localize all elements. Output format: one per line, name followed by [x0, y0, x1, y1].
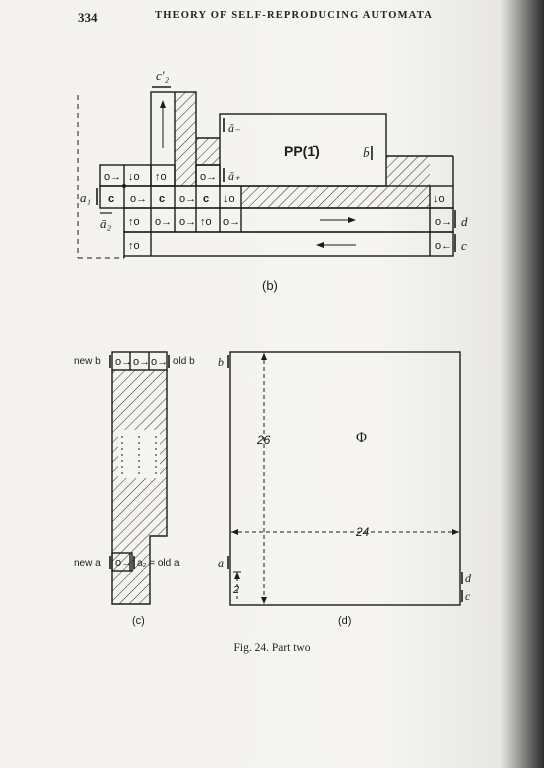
panel-d	[227, 351, 463, 606]
cell-mid-3: c	[159, 193, 165, 205]
cell-c-1: ↑o	[128, 240, 140, 252]
cell-d-5: o→	[223, 216, 240, 228]
label-d-c: c	[465, 589, 471, 603]
label-b-bar: b̄	[363, 145, 370, 160]
label-c: c	[461, 238, 467, 253]
page-number: 334	[78, 10, 98, 25]
cell-d-2: o→	[155, 216, 172, 228]
cell-top-3: ↑o	[155, 171, 167, 183]
phi-symbol: Φ	[356, 430, 367, 446]
label-d-b: b	[218, 355, 224, 369]
panel-d-labels: b a d c 26 24 2 Φ (d)	[218, 355, 472, 627]
label-a1: a₁	[80, 190, 91, 205]
label-d-a: a	[218, 556, 224, 570]
panel-b-labels: c′₂ ā₋ PP(1̄̄) b̄ ā₊ a₁ ā₂ d c o→ ↓o ↑o …	[80, 68, 468, 293]
label-new-a: new a	[74, 558, 101, 569]
label-old-b: old b	[173, 356, 195, 367]
cell-top-1: o→	[104, 171, 121, 183]
panel-b-label: (b)	[262, 278, 278, 293]
dim-height: 26	[256, 433, 271, 447]
label-a2: ā₂	[100, 216, 112, 231]
dim-small: 2	[232, 584, 239, 596]
label-a-plus: ā₊	[228, 169, 241, 183]
cell-c-top-1: o→	[115, 356, 132, 368]
cell-mid-5: c	[203, 193, 209, 205]
cell-c-top-2: o→	[133, 356, 150, 368]
cell-mid-4: o→	[179, 193, 196, 205]
cell-c-top-3: o→	[151, 356, 168, 368]
cell-mid-6: ↓o	[223, 193, 235, 205]
panel-c	[109, 351, 170, 605]
cell-top-4: o→	[200, 171, 217, 183]
panel-b	[77, 86, 456, 259]
label-c2prime: c′₂	[156, 68, 170, 83]
figure-caption: Fig. 24. Part two	[233, 642, 311, 654]
label-a2-old-a: a₂ = old a	[137, 558, 180, 569]
panel-c-label: (c)	[132, 615, 145, 627]
cell-right-1: ↓o	[433, 193, 445, 205]
label-pp: PP(1̄̄)	[284, 143, 320, 159]
running-head: THEORY OF SELF-REPRODUCING AUTOMATA	[155, 10, 433, 21]
cell-d-3: o→	[179, 216, 196, 228]
panel-c-labels: new b old b o→ o→ o→ new a o→ a₂ = old a…	[74, 356, 195, 627]
cell-right-3: o←	[435, 240, 452, 252]
cell-c-bottom: o→	[115, 557, 132, 569]
label-new-b: new b	[74, 356, 101, 367]
label-a-minus: ā₋	[228, 121, 241, 135]
label-d: d	[461, 214, 468, 229]
dim-width: 24	[355, 525, 370, 539]
panel-d-label: (d)	[338, 615, 351, 627]
cell-right-2: o→	[435, 216, 452, 228]
label-d-d: d	[465, 571, 472, 585]
cell-d-4: ↑o	[200, 216, 212, 228]
cell-mid-2: o→	[130, 193, 147, 205]
cell-top-2: ↓o	[128, 171, 140, 183]
cell-mid-1: c	[108, 193, 114, 205]
cell-d-1: ↑o	[128, 216, 140, 228]
